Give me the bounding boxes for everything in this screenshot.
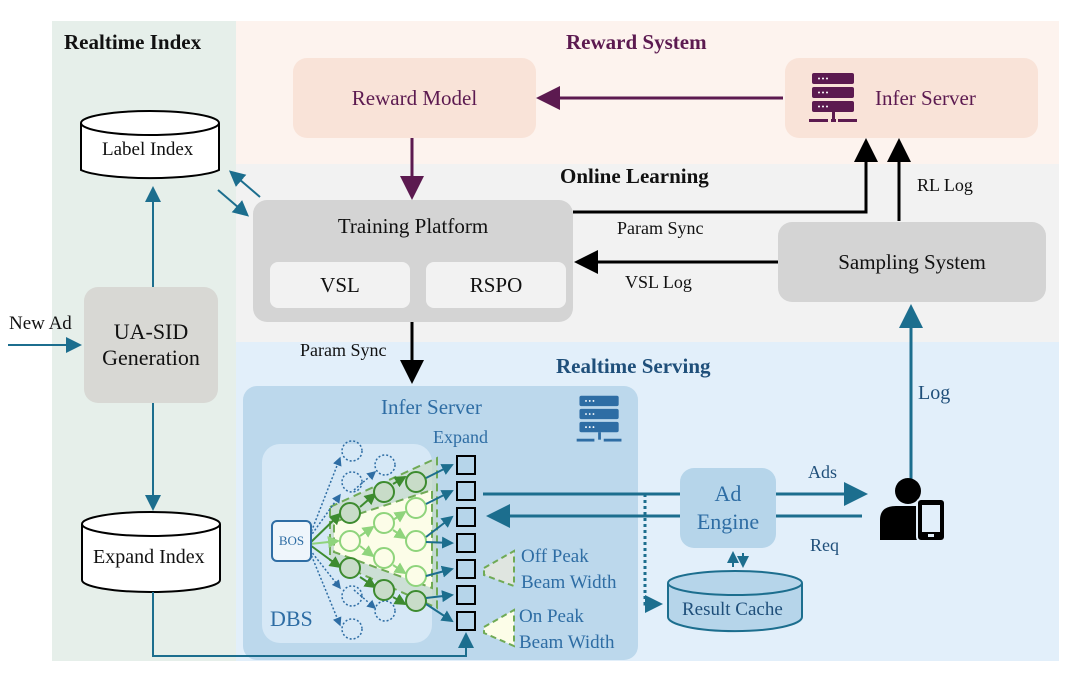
rspo-label: RSPO (469, 272, 523, 297)
param-sync-top-label: Param Sync (617, 218, 704, 238)
bos-label: BOS (278, 533, 305, 548)
training-platform-label: Training Platform (337, 214, 489, 238)
result-cache-cylinder (667, 570, 803, 633)
expand-index-cylinder (81, 511, 221, 593)
off-peak-line1: Off Peak (521, 546, 589, 567)
serving-server-icon (576, 395, 622, 442)
sampling-system-label: Sampling System (838, 249, 986, 274)
bos-node: BOS (271, 520, 312, 562)
log-label: Log (918, 382, 951, 404)
vsl-box: VSL (270, 262, 410, 308)
rspo-box: RSPO (426, 262, 566, 308)
param-sync-top-arrow (573, 138, 878, 214)
training-to-label-arrow (228, 170, 261, 198)
online-learning-title: Online Learning (560, 164, 709, 188)
ua-sid-line2: Generation (102, 345, 200, 370)
sampling-system-box: Sampling System (778, 222, 1046, 302)
ua-sid-line1: UA-SID (113, 319, 189, 344)
dbs-label: DBS (270, 606, 313, 631)
label-to-training-arrow (217, 189, 250, 217)
off-peak-line2: Beam Width (521, 572, 617, 593)
result-cache-label: Result Cache (682, 599, 783, 620)
dbs-network (309, 440, 476, 640)
req-label: Req (810, 535, 839, 555)
reward-infer-server-box: Infer Server (785, 58, 1038, 138)
realtime-serving-title: Realtime Serving (556, 354, 711, 378)
reward-model-box: Reward Model (293, 58, 536, 138)
reward-model-label: Reward Model (351, 85, 478, 110)
serving-infer-server-label: Infer Server (381, 395, 482, 419)
vsl-log-label: VSL Log (625, 272, 692, 292)
expand-index-to-expand-arrow (152, 592, 474, 657)
on-peak-line1: On Peak (519, 606, 584, 627)
expand-label: Expand (433, 427, 488, 447)
off-peak-beam-icon (483, 549, 515, 588)
ad-engine-line1: Ad (714, 481, 742, 506)
expand-index-label: Expand Index (93, 546, 205, 568)
cache-dotted-arrow (643, 494, 663, 613)
ad-engine-box: Ad Engine (680, 468, 776, 548)
ad-engine-line2: Engine (696, 509, 760, 534)
rl-log-label: RL Log (917, 175, 973, 195)
label-index-label: Label Index (102, 139, 194, 160)
on-peak-beam-icon (483, 608, 515, 648)
ua-sid-generation-box: UA-SID Generation (84, 287, 218, 403)
server-icon (809, 73, 857, 122)
ads-label: Ads (808, 462, 838, 482)
reward-system-title: Reward System (566, 30, 707, 54)
new-ad-label: New Ad (9, 313, 72, 334)
on-peak-line2: Beam Width (519, 632, 615, 653)
vsl-label: VSL (320, 272, 360, 297)
user-with-phone-icon (880, 478, 946, 542)
label-index-cylinder (80, 110, 220, 180)
realtime-index-title: Realtime Index (64, 30, 202, 54)
reward-infer-server-label: Infer Server (875, 85, 976, 110)
param-sync-down-label: Param Sync (300, 340, 387, 360)
